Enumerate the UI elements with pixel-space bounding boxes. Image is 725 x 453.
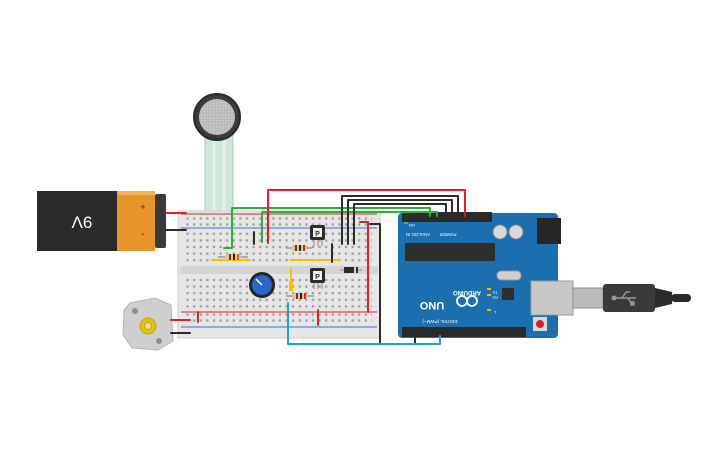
wire-red-5v[interactable]: [267, 189, 466, 244]
capacitor: [508, 224, 524, 240]
breadboard: [177, 210, 381, 339]
arduino-logo-icon: [456, 295, 478, 307]
battery-9v[interactable]: 9V + -: [37, 191, 166, 251]
arduino-tx-label: TX: [492, 290, 497, 295]
atmega-chip: [405, 243, 495, 261]
battery-body-black: [37, 191, 117, 251]
battery-body-orange: [117, 191, 155, 251]
wire-black-gnd-3[interactable]: [353, 203, 447, 245]
reset-button-cap[interactable]: [536, 320, 544, 328]
led-on: [404, 222, 408, 224]
battery-minus-label: -: [141, 228, 145, 240]
arduino-l-label: L: [493, 310, 496, 315]
resistor[interactable]: [218, 254, 248, 260]
arduino-analog-label: ANALOG IN: [406, 232, 431, 237]
battery-cap: [155, 194, 166, 248]
terminal-strip-lower: [186, 276, 372, 309]
led-rx: [487, 294, 491, 296]
wire-yellow-block[interactable]: [289, 281, 293, 291]
motor-mount-hole: [156, 338, 162, 344]
center-channel: [180, 266, 378, 274]
battery-body-stripe: [117, 191, 155, 195]
wire-black-gnd-2[interactable]: [347, 199, 453, 245]
usb-plug-metal: [572, 287, 604, 309]
battery-label: 9V: [71, 213, 92, 232]
usb-cable-strain: [655, 288, 672, 308]
wires: [165, 189, 466, 345]
capacitor: [492, 224, 508, 240]
wire-black-gnd-1[interactable]: [341, 195, 459, 245]
usb-symbol-icon: [611, 291, 636, 306]
usb-chip: [502, 288, 514, 300]
usb-cable[interactable]: [572, 284, 691, 312]
resistor[interactable]: [286, 245, 312, 251]
motor-mount-hole: [132, 308, 138, 314]
battery-plus-label: +: [140, 202, 145, 212]
motor-shaft: [144, 322, 152, 330]
transistor-tab: [313, 271, 322, 280]
wire-green-2[interactable]: [261, 211, 438, 243]
arduino-brand-label: ARDUINO: [453, 289, 481, 295]
led-tx: [487, 288, 491, 290]
potentiometer-indicator: [255, 278, 263, 286]
diode[interactable]: [340, 267, 362, 273]
crystal: [496, 270, 522, 281]
transistor-top[interactable]: P: [310, 225, 325, 246]
force-sensor-pad-inner: [199, 99, 235, 135]
arduino-power-label: POWER: [439, 232, 457, 237]
arduino-on-label: ON: [409, 223, 415, 228]
rail-bottom-holes: [186, 313, 372, 325]
transistor-top-label: P: [315, 231, 320, 238]
arduino-uno[interactable]: UNO ARDUINO ANALOG IN POWER DIGITAL (PWM…: [398, 212, 574, 338]
transistor-bottom[interactable]: P: [310, 268, 325, 289]
arduino-rx-label: RX: [492, 295, 498, 300]
rail-top-holes: [186, 215, 372, 227]
header-power-analog: [402, 212, 492, 222]
arduino-usb-port: [530, 280, 574, 316]
arduino-power-jack: [537, 218, 561, 244]
header-digital: [402, 327, 526, 337]
transistor-tab: [313, 228, 322, 237]
transistor-bottom-label: P: [315, 274, 320, 281]
dc-motor[interactable]: [122, 297, 174, 351]
usb-cable-wire: [671, 294, 691, 302]
wire-red-right[interactable]: [359, 221, 369, 313]
arduino-model-label: UNO: [419, 299, 444, 311]
resistor[interactable]: [286, 293, 314, 299]
wire-blue[interactable]: [287, 302, 441, 345]
arduino-digital-label: DIGITAL (PWM~): [422, 319, 457, 324]
wire-green-1[interactable]: [223, 207, 431, 249]
potentiometer[interactable]: [249, 272, 275, 298]
led-l: [487, 309, 491, 311]
